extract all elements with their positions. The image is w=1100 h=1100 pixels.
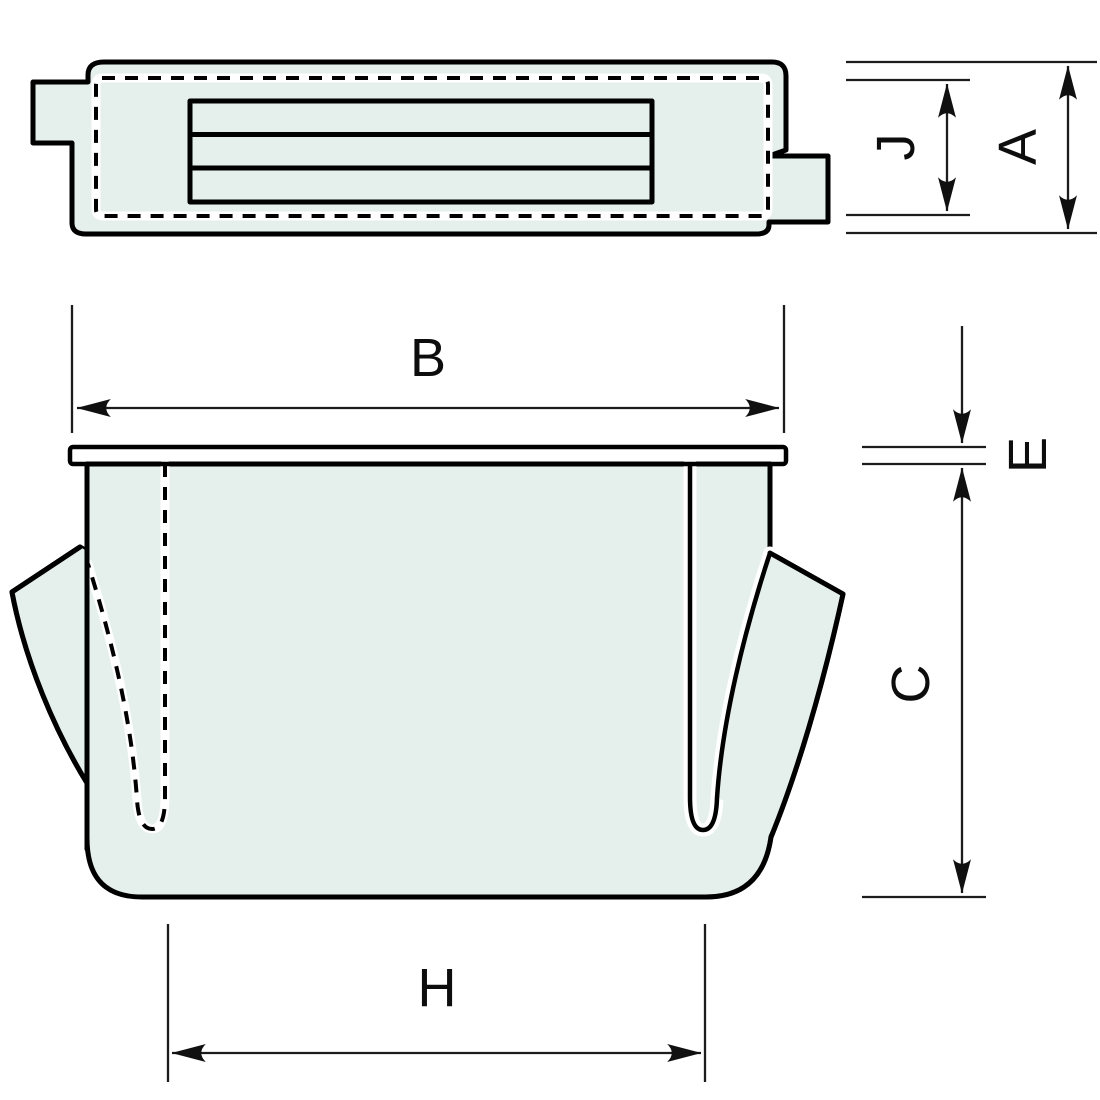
dim-J-label: J bbox=[866, 134, 926, 161]
dim-C-label: C bbox=[881, 665, 941, 704]
left-wing-outline bbox=[9, 544, 90, 786]
right-wing-outline bbox=[767, 550, 846, 840]
right-wing-fill bbox=[717, 553, 843, 837]
left-wing-fill bbox=[12, 547, 87, 783]
flange bbox=[67, 444, 789, 467]
front-body-outline bbox=[9, 461, 846, 900]
right-slot-cut-line bbox=[687, 464, 773, 833]
top-view bbox=[30, 59, 831, 237]
dim-A-label: A bbox=[988, 129, 1048, 165]
dim-H-label: H bbox=[418, 958, 457, 1018]
dim-B-label: B bbox=[410, 328, 446, 388]
left-slot-hidden-line bbox=[86, 464, 167, 831]
dim-E-label: E bbox=[998, 437, 1058, 473]
dashed-opening-outline bbox=[94, 76, 770, 218]
front-view bbox=[9, 444, 846, 900]
vent-slats-frame bbox=[187, 98, 655, 205]
dimensions: J A B E C H bbox=[70, 60, 1097, 1082]
